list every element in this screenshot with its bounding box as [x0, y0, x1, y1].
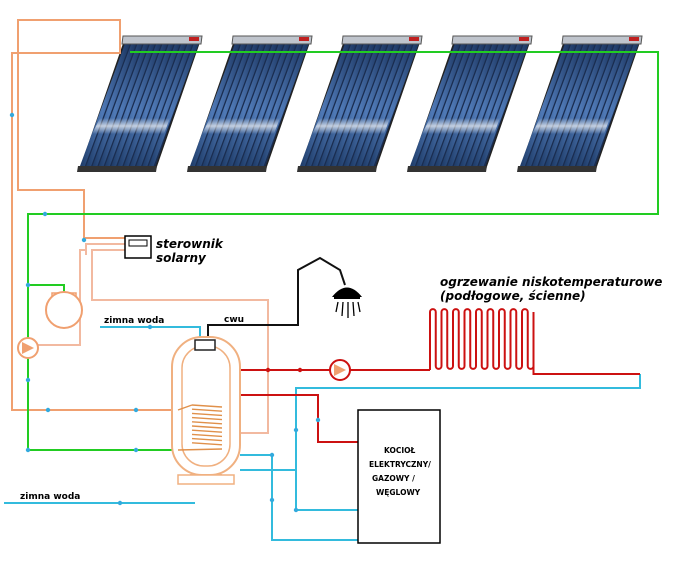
hot-water-label: cwu: [224, 315, 244, 325]
solar-panel-1: [77, 35, 203, 172]
solar-panel-3: [297, 35, 423, 172]
controller-wires: [30, 243, 269, 434]
solar-return-pipe: [27, 51, 659, 451]
hot-water-pipe: [207, 256, 346, 345]
boiler-label-line4: WĘGLOWY: [376, 488, 421, 497]
shower-head-icon: [332, 287, 362, 318]
boiler-label-line2: ELEKTRYCZNY/: [369, 460, 431, 469]
heating-pump-icon: [329, 359, 351, 381]
solar-pump-icon: [17, 337, 39, 359]
controller-label-line1: sterownik: [156, 237, 224, 251]
solar-panel-2: [187, 35, 313, 172]
tank-heat-exchanger-coil: [177, 404, 223, 451]
controller-label-line2: solarny: [156, 251, 207, 265]
heating-label-line1: ogrzewanie niskotemperaturowe: [440, 275, 662, 289]
boiler-box: [357, 409, 441, 544]
cold-water-label-bottom: zimna woda: [20, 492, 80, 502]
cold-water-pipe-bottom: [4, 374, 641, 541]
solar-controller-icon: [124, 235, 152, 259]
solar-panel-5: [517, 35, 643, 172]
flow-markers: [9, 112, 321, 513]
cold-water-label-top: zimna woda: [104, 316, 164, 326]
boiler-label-line3: GAZOWY /: [372, 474, 415, 483]
heating-label-line2: (podłogowe, ścienne): [440, 289, 586, 303]
underfloor-heating-coil: [429, 308, 640, 375]
expansion-vessel-icon: [45, 291, 83, 329]
boiler-label-line1: KOCIOŁ: [384, 446, 416, 455]
solar-panels: [77, 35, 643, 172]
solar-panel-4: [407, 35, 533, 172]
